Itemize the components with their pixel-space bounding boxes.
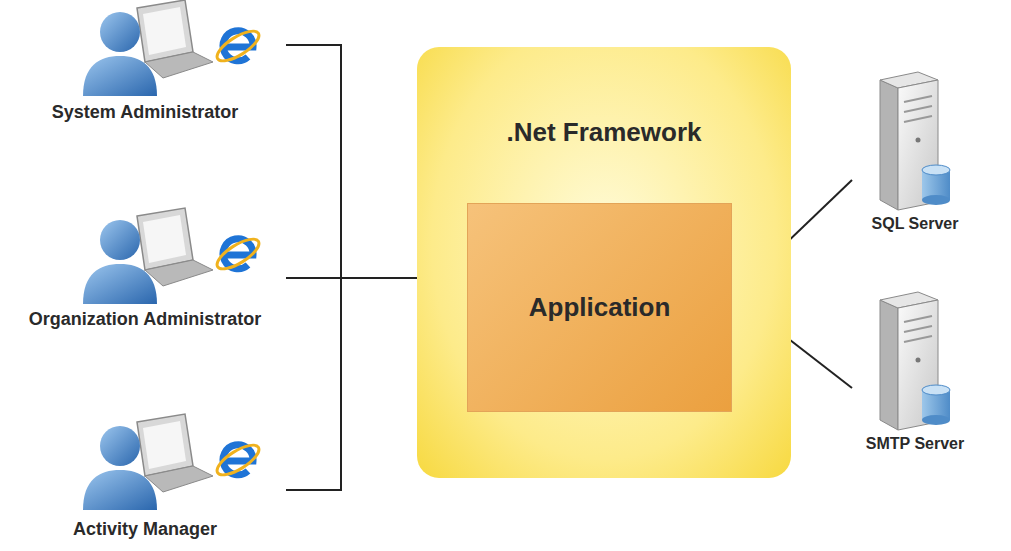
user-icon: [83, 414, 213, 510]
browser-logo: [213, 26, 263, 67]
node-label: Organization Administrator: [4, 309, 286, 330]
connector-line: [286, 45, 417, 278]
framework-box: .Net FrameworkApplication: [417, 47, 791, 478]
browser-logo: [213, 440, 263, 481]
server-icon: [880, 292, 950, 430]
connector-line: [286, 278, 417, 490]
server-node: SQL Server: [852, 70, 978, 235]
browser-logo: [213, 234, 263, 275]
node-label: Application: [529, 292, 671, 323]
user-node: System Administrator: [4, 0, 286, 125]
node-label: .Net Framework: [417, 47, 791, 148]
server-icon: [880, 72, 950, 210]
server-node: SMTP Server: [852, 285, 978, 455]
application-box: Application: [467, 203, 732, 412]
node-label: SQL Server: [852, 215, 978, 233]
node-label: Activity Manager: [4, 519, 286, 540]
node-label: System Administrator: [4, 102, 286, 123]
user-icon: [83, 0, 213, 96]
user-icon: [83, 208, 213, 304]
user-node: Organization Administrator: [4, 205, 286, 332]
node-label: SMTP Server: [852, 435, 978, 453]
user-node: Activity Manager: [4, 410, 286, 542]
